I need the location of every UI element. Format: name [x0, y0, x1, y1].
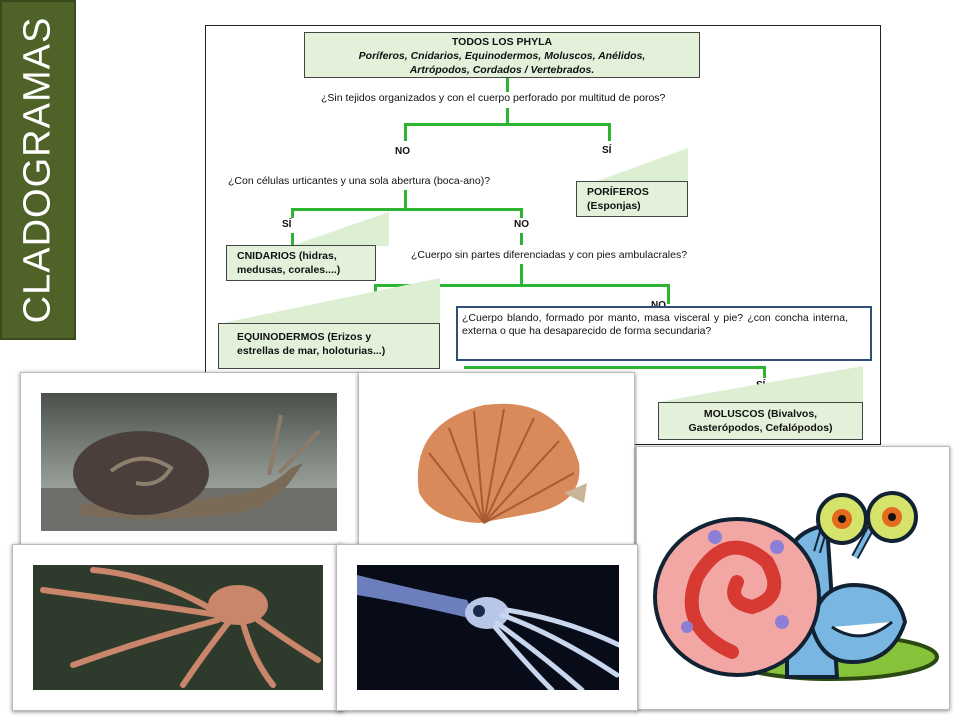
question-1: ¿Sin tejidos organizados y con el cuerpo… [321, 92, 666, 104]
branch-line [291, 233, 294, 245]
octopus-drawing [33, 565, 323, 690]
cartoon-snail-illustration [636, 446, 950, 710]
branch-line [506, 78, 509, 92]
scallop-shell-photo [358, 372, 635, 549]
answer-no-2: NO [514, 219, 529, 230]
question-3: ¿Cuerpo sin partes diferenciadas y con p… [411, 249, 688, 261]
porifera-common: (Esponjas) [587, 200, 641, 213]
branch-line [763, 366, 766, 378]
question-4-box: ¿Cuerpo blando, formado por manto, masa … [456, 306, 872, 361]
all-phyla-box: TODOS LOS PHYLA Poríferos, Cnidarios, Eq… [304, 32, 700, 78]
branch-line [520, 264, 523, 286]
squid-photo [336, 544, 638, 711]
question-2: ¿Con células urticantes y una sola abert… [228, 175, 491, 187]
moluscos-name: MOLUSCOS (Bivalvos, [703, 408, 818, 420]
snail-drawing [41, 414, 337, 531]
cartoon-snail-drawing [653, 491, 939, 681]
wedge-decoration [291, 212, 389, 246]
moluscos-box: MOLUSCOS (Bivalvos, Gasterópodos, Cefaló… [658, 402, 863, 440]
side-title: CLADOGRAMAS [0, 0, 76, 340]
cnidaria-box: CNIDARIOS (hidras, medusas, corales....) [226, 245, 376, 281]
branch-line [291, 208, 294, 218]
wedge-decoration [218, 278, 440, 324]
all-phyla-list-2: Artrópodos, Cordados / Vertebrados. [409, 64, 595, 77]
equinodermos-common: estrellas de mar, holoturias...) [237, 345, 386, 358]
cnidaria-name: CNIDARIOS (hidras, [237, 250, 337, 262]
branch-line [374, 284, 377, 296]
branch-line [520, 233, 523, 245]
octopus-photo [12, 544, 344, 711]
branch-line [291, 208, 523, 211]
branch-line [608, 123, 611, 141]
porifera-name: PORÍFEROS [587, 186, 649, 198]
answer-no-1: NO [395, 146, 410, 157]
equinodermos-name: EQUINODERMOS (Erizos y [237, 331, 372, 343]
answer-si-1: SÍ [602, 145, 612, 156]
branch-line [404, 123, 407, 141]
wedge-decoration [658, 366, 863, 402]
squid-drawing [357, 575, 619, 690]
answer-si-2: SÍ [282, 219, 292, 230]
branch-line [404, 190, 407, 210]
equinodermos-box: EQUINODERMOS (Erizos y estrellas de mar,… [218, 323, 440, 369]
branch-line [667, 284, 670, 304]
all-phyla-list-1: Poríferos, Cnidarios, Equinodermos, Molu… [358, 50, 646, 63]
all-phyla-title: TODOS LOS PHYLA [451, 36, 553, 48]
branch-line [506, 108, 509, 125]
moluscos-common: Gasterópodos, Cefalópodos) [688, 422, 833, 435]
snail-photo [20, 372, 360, 549]
branch-line [374, 284, 670, 287]
answer-no-3: NO [651, 300, 666, 311]
cnidaria-common: medusas, corales....) [237, 264, 341, 277]
branch-line [404, 123, 611, 126]
branch-line [464, 366, 766, 369]
branch-line [520, 208, 523, 218]
scallop-drawing [417, 403, 587, 524]
wedge-decoration [578, 148, 688, 188]
side-title-text: CLADOGRAMAS [16, 16, 59, 324]
porifera-box: PORÍFEROS (Esponjas) [576, 181, 688, 217]
question-4: ¿Cuerpo blando, formado por manto, masa … [462, 312, 848, 337]
